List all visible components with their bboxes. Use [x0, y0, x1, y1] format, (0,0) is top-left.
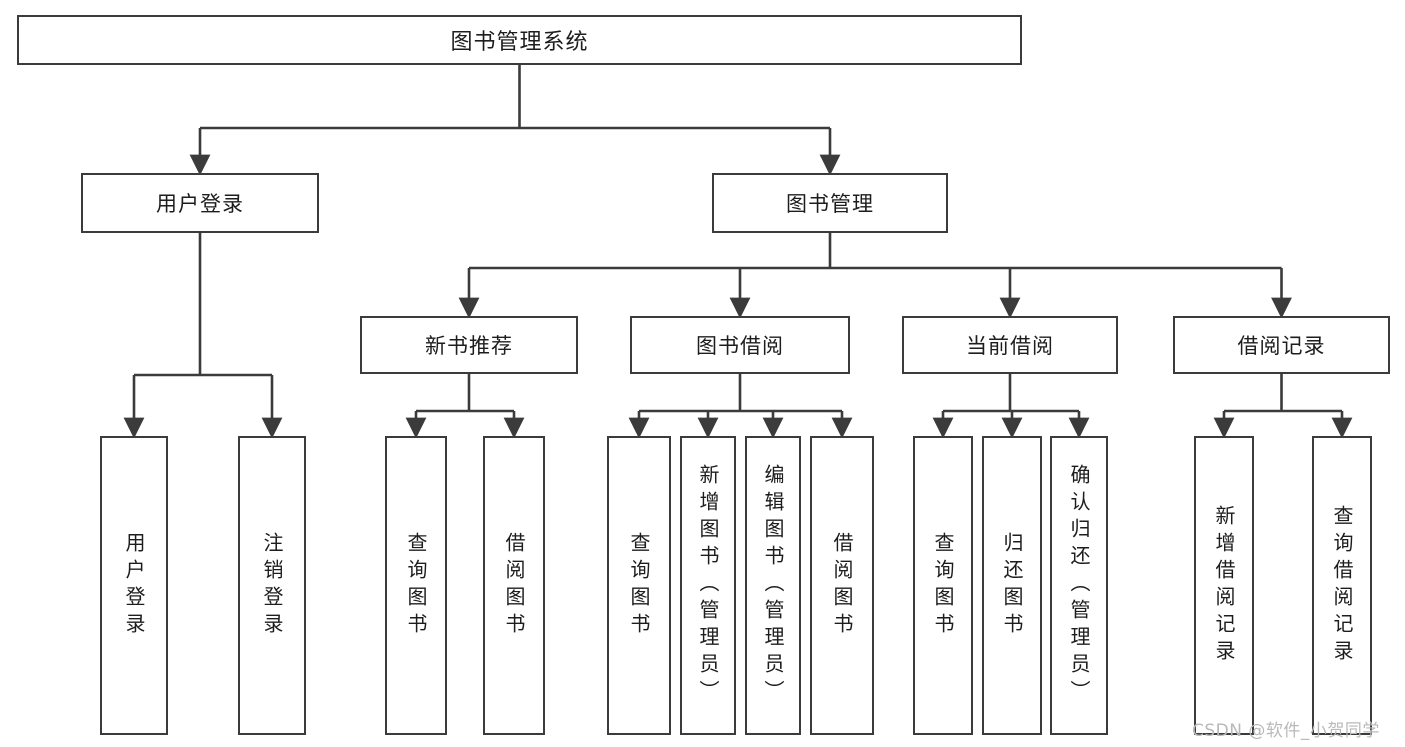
node-new-book-recommend[interactable]: 新书推荐 — [360, 316, 578, 374]
node-current-borrow[interactable]: 当前借阅 — [902, 316, 1118, 374]
node-label: 图书管理 — [786, 192, 874, 216]
node-book-management[interactable]: 图书管理 — [712, 173, 948, 233]
node-user-login[interactable]: 用户登录 — [81, 173, 319, 233]
watermark-credit: CSDN @软件_小贺同学 — [1192, 721, 1380, 741]
leaf-add-borrow-record[interactable]: 新增借阅记录 — [1194, 436, 1254, 735]
leaf-logout[interactable]: 注销登录 — [238, 436, 306, 735]
node-root[interactable]: 图书管理系统 — [17, 15, 1022, 65]
leaf-borrow-book-recommend[interactable]: 借阅图书 — [483, 436, 545, 735]
node-label: 当前借阅 — [966, 334, 1054, 358]
leaf-query-book-borrow[interactable]: 查询图书 — [607, 436, 671, 735]
node-book-borrow[interactable]: 图书借阅 — [630, 316, 850, 374]
leaf-return-book[interactable]: 归还图书 — [982, 436, 1042, 735]
node-root-label: 图书管理系统 — [450, 30, 589, 55]
node-label: 用户登录 — [156, 192, 244, 216]
leaf-query-borrow-record[interactable]: 查询借阅记录 — [1312, 436, 1372, 735]
node-label: 新书推荐 — [425, 334, 513, 358]
leaf-edit-book-admin[interactable]: 编辑图书（管理员） — [745, 436, 801, 735]
node-label: 借阅记录 — [1237, 334, 1326, 358]
leaf-add-book-admin[interactable]: 新增图书（管理员） — [680, 436, 736, 735]
leaf-query-book-current[interactable]: 查询图书 — [913, 436, 973, 735]
leaf-borrow-book[interactable]: 借阅图书 — [810, 436, 874, 735]
leaf-confirm-return-admin[interactable]: 确认归还（管理员） — [1050, 436, 1108, 735]
leaf-query-book-recommend[interactable]: 查询图书 — [385, 436, 447, 735]
node-label: 图书借阅 — [696, 334, 784, 358]
leaf-user-login[interactable]: 用户登录 — [100, 436, 168, 735]
node-borrow-records[interactable]: 借阅记录 — [1173, 316, 1390, 374]
